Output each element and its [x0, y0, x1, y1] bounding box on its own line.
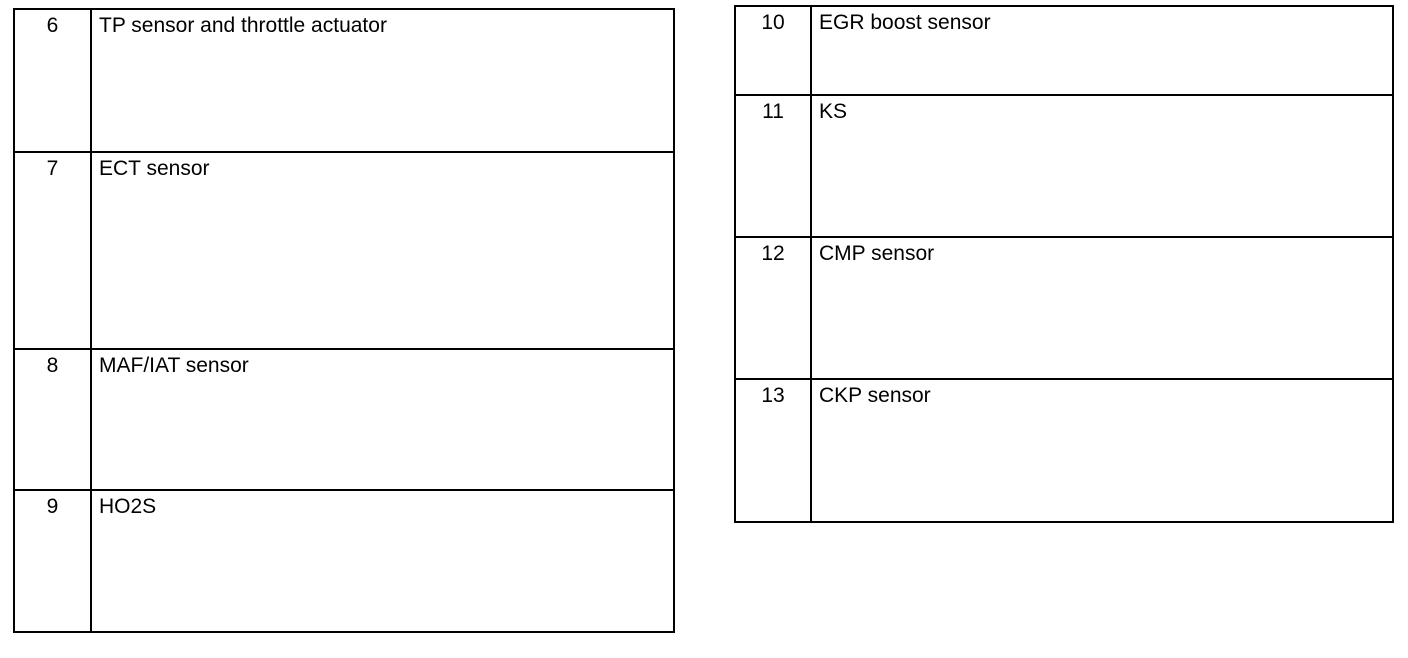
table-row: 12 CMP sensor — [736, 238, 1392, 380]
row-label: CKP sensor — [819, 384, 931, 407]
table-row: 7 ECT sensor — [15, 153, 673, 350]
row-label: EGR boost sensor — [819, 11, 991, 34]
row-label: TP sensor and throttle actuator — [99, 14, 387, 37]
row-label: MAF/IAT sensor — [99, 354, 249, 377]
table-row: 8 MAF/IAT sensor — [15, 350, 673, 491]
row-number: 8 — [15, 350, 92, 489]
row-number: 11 — [736, 96, 812, 236]
row-label: CMP sensor — [819, 242, 935, 265]
right-component-table: 10 EGR boost sensor 11 KS 12 CMP sensor … — [734, 5, 1394, 523]
table-row: 13 CKP sensor — [736, 380, 1392, 521]
row-label: HO2S — [99, 495, 157, 518]
row-number: 12 — [736, 238, 812, 378]
table-row: 6 TP sensor and throttle actuator — [15, 10, 673, 153]
row-number: 9 — [15, 491, 92, 631]
row-label: ECT sensor — [99, 157, 210, 180]
row-label: KS — [819, 100, 848, 123]
row-number: 6 — [15, 10, 92, 151]
table-row: 11 KS — [736, 96, 1392, 238]
row-number: 13 — [736, 380, 812, 521]
row-number: 10 — [736, 7, 812, 94]
row-number: 7 — [15, 153, 92, 348]
table-row: 9 HO2S — [15, 491, 673, 631]
left-component-table: 6 TP sensor and throttle actuator 7 ECT … — [13, 8, 675, 633]
table-row: 10 EGR boost sensor — [736, 7, 1392, 96]
